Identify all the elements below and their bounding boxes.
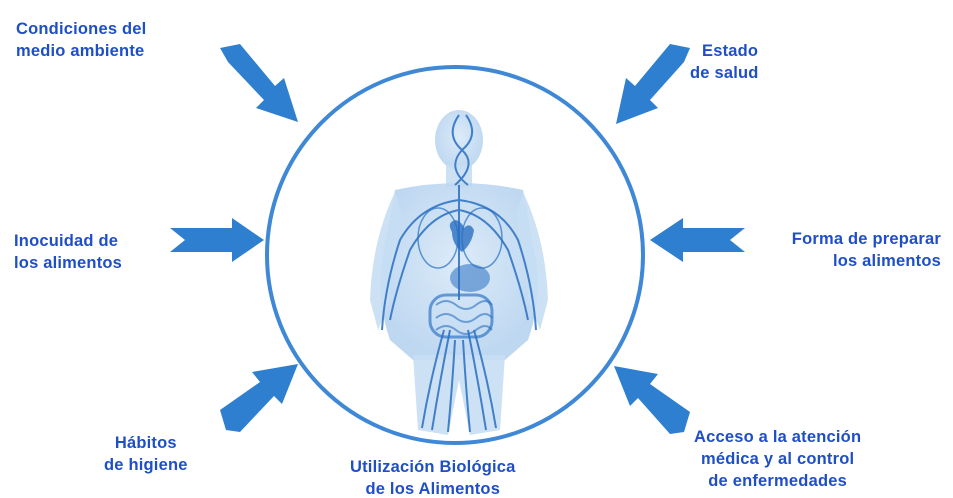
factor-top-right: Estado de salud	[690, 40, 759, 84]
stomach-organ	[450, 264, 490, 292]
arrow-top-right	[616, 44, 690, 124]
factor-mid-left-line2: los alimentos	[14, 252, 122, 274]
arrow-mid-left	[170, 218, 264, 262]
factor-bottom-right-line2: médica y al control	[694, 448, 861, 470]
arrow-top-left	[220, 44, 298, 122]
factor-bottom-right: Acceso a la atención médica y al control…	[694, 426, 861, 492]
arrow-mid-right	[650, 218, 745, 262]
factor-bottom-right-line3: de enfermedades	[694, 470, 861, 492]
factor-mid-left: Inocuidad de los alimentos	[14, 230, 122, 274]
factor-top-right-line2: de salud	[690, 62, 759, 84]
factor-top-right-line1: Estado	[690, 40, 759, 62]
center-caption: Utilización Biológica de los Alimentos	[350, 456, 516, 498]
factor-top-left: Condiciones del medio ambiente	[16, 18, 146, 62]
body-head	[435, 110, 483, 170]
factor-top-left-line2: medio ambiente	[16, 40, 146, 62]
center-caption-line2: de los Alimentos	[350, 478, 516, 498]
center-caption-line1: Utilización Biológica	[350, 456, 516, 478]
factor-bottom-left: Hábitos de higiene	[104, 432, 188, 476]
factor-mid-right-line1: Forma de preparar	[792, 228, 941, 250]
arrow-bottom-right	[614, 366, 690, 434]
factor-mid-right: Forma de preparar los alimentos	[792, 228, 941, 272]
factor-mid-right-line2: los alimentos	[792, 250, 941, 272]
factor-bottom-left-line2: de higiene	[104, 454, 188, 476]
factor-mid-left-line1: Inocuidad de	[14, 230, 122, 252]
arrow-bottom-left	[220, 364, 298, 432]
factor-top-left-line1: Condiciones del	[16, 18, 146, 40]
factor-bottom-left-line1: Hábitos	[104, 432, 188, 454]
factor-bottom-right-line1: Acceso a la atención	[694, 426, 861, 448]
